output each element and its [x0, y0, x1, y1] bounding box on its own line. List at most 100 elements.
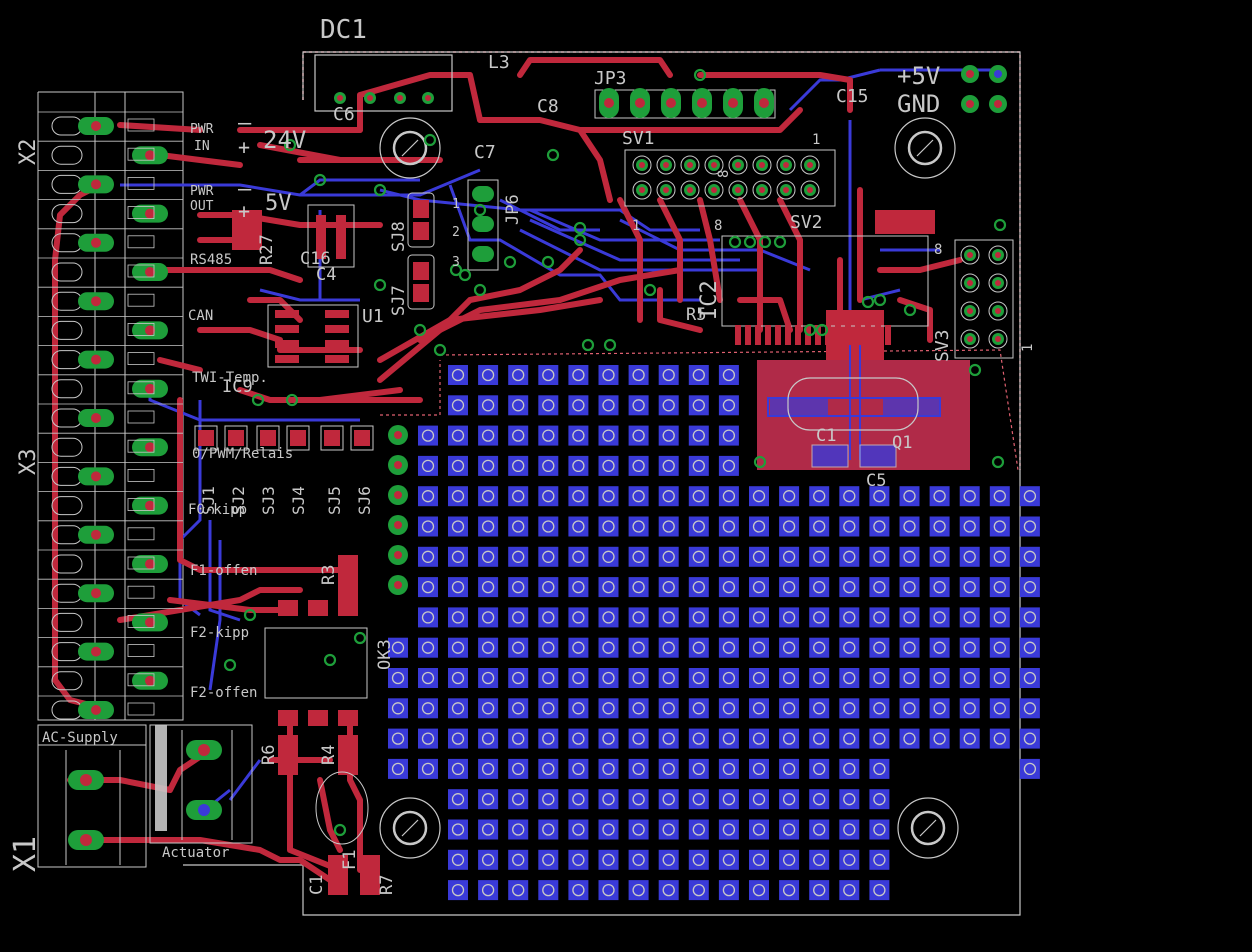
proto-pad [839, 486, 860, 507]
c16-pad-2 [336, 215, 346, 259]
label-jp6-pin-3: 3 [452, 255, 460, 270]
proto-pad [598, 698, 619, 719]
proto-pad [478, 668, 499, 688]
label-f0-kipp: F0-kipp [188, 502, 247, 518]
label-f1: F1 [340, 850, 360, 870]
u1-pads [275, 310, 349, 363]
proto-pad [959, 668, 980, 688]
proto-pad [478, 455, 499, 476]
label-plus-2: + [238, 199, 250, 223]
proto-pad [538, 455, 559, 476]
proto-pad [568, 668, 589, 688]
label-ok3: OK3 [375, 639, 395, 670]
proto-pad [688, 516, 709, 537]
label-sj8: SJ8 [389, 221, 409, 252]
proto-pad [448, 819, 468, 840]
label-x3: X3 [16, 449, 41, 476]
proto-pad [478, 758, 499, 779]
proto-pad [899, 698, 920, 719]
proto-pad [899, 486, 920, 507]
f1-outline [315, 771, 369, 845]
proto-pad [1019, 758, 1040, 779]
proto-pad [869, 546, 890, 567]
proto-pad [448, 758, 468, 779]
proto-pad [628, 698, 649, 719]
proto-pad [418, 455, 438, 476]
proto-pad [658, 546, 679, 567]
proto-pad [388, 758, 408, 779]
via [283, 138, 297, 152]
proto-pad [718, 819, 739, 840]
proto-pad [448, 698, 468, 719]
proto-pad [628, 425, 649, 446]
label-sv3-pin-8: 8 [934, 242, 942, 258]
via [643, 283, 657, 297]
via [573, 221, 587, 235]
proto-pad [899, 728, 920, 749]
label-in: IN [194, 139, 210, 154]
label-x2: X2 [16, 139, 41, 166]
proto-pad [598, 668, 619, 688]
proto-pad [538, 819, 559, 840]
proto-pad [628, 546, 649, 567]
proto-pad [959, 577, 980, 598]
proto-pad [839, 758, 860, 779]
label-pwr-out: PWR [190, 184, 214, 199]
proto-pad [538, 365, 559, 385]
proto-pad [718, 728, 739, 749]
proto-pad [869, 698, 890, 719]
proto-pad [779, 486, 800, 507]
proto-pad [598, 365, 619, 385]
u1-outline [267, 304, 359, 368]
proto-pad [598, 758, 619, 779]
proto-pad [839, 849, 860, 870]
via [353, 631, 367, 645]
via [773, 235, 787, 249]
c5-pad [859, 444, 897, 468]
proto-pad [779, 516, 800, 537]
q1-pad-left [770, 398, 828, 416]
proto-pad [929, 577, 950, 598]
proto-pad [718, 849, 739, 870]
label-f2-kipp: F2-kipp [190, 625, 249, 641]
proto-pad [718, 698, 739, 719]
proto-pad [478, 516, 499, 537]
r7-pad [360, 855, 380, 895]
proto-pad [538, 849, 559, 870]
proto-pad [929, 668, 950, 688]
label-sv1-pin-1b: 1 [812, 132, 820, 148]
label-dc1: DC1 [320, 15, 367, 45]
proto-pad [688, 728, 709, 749]
proto-pad [628, 516, 649, 537]
r4-pad [338, 735, 358, 775]
ok3-pad-e [308, 710, 328, 726]
proto-pad [869, 758, 890, 779]
mounting-holes [379, 117, 959, 859]
proto-pad [538, 728, 559, 749]
via [743, 235, 757, 249]
proto-pad [538, 758, 559, 779]
ok3-pad-c [338, 600, 358, 616]
label-f2-offen: F2-offen [190, 685, 257, 701]
proto-pad [448, 486, 468, 507]
proto-pad [598, 395, 619, 416]
proto-pad [809, 486, 830, 507]
proto-pad [508, 728, 529, 749]
label-sj6: SJ6 [355, 486, 374, 515]
mounting-hole-bottom-left [379, 797, 441, 859]
proto-pad [779, 819, 800, 840]
proto-pad [478, 880, 499, 901]
proto-pad [688, 637, 709, 658]
jp6-outline [467, 179, 499, 271]
proto-pad [628, 758, 649, 779]
proto-pad [809, 607, 830, 628]
proto-pad [658, 849, 679, 870]
label-jp6: JP6 [503, 194, 523, 225]
proto-pad [839, 546, 860, 567]
proto-pad [448, 425, 468, 446]
proto-pad [658, 577, 679, 598]
proto-pad [658, 516, 679, 537]
proto-pad [448, 607, 468, 628]
proto-pad [688, 486, 709, 507]
